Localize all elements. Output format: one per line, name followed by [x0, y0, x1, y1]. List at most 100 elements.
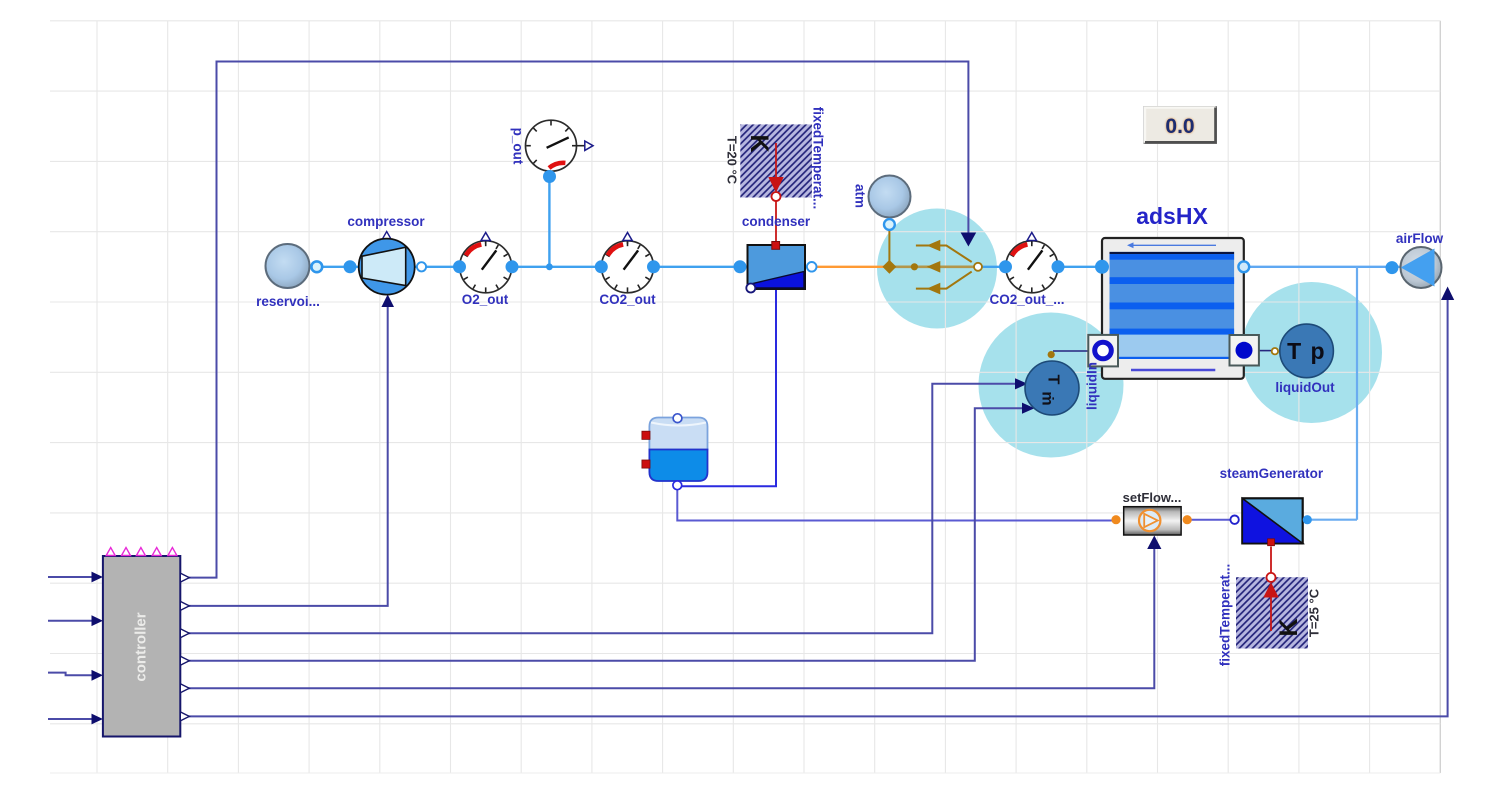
liquid-out-symbol: T p	[1287, 338, 1326, 364]
compressor-label: compressor	[347, 214, 425, 229]
p-gauge-label: p_out	[510, 128, 525, 165]
port-co2out-left	[999, 260, 1012, 274]
component-condenser[interactable]: condenser	[742, 214, 811, 294]
ports	[310, 170, 1399, 525]
connection-input-3[interactable]	[48, 671, 94, 677]
ads-hx-core-top-edge	[1109, 251, 1235, 255]
component-fixed-temperature-1[interactable]: K fixedTemperat... T=20 °C	[725, 107, 826, 210]
connection-controller-pump[interactable]	[188, 547, 1156, 690]
adshx-plates	[1109, 254, 1235, 359]
component-set-flow[interactable]: setFlow...	[1123, 490, 1182, 536]
port-adshx-out	[1237, 260, 1251, 274]
component-fixed-temperature-2[interactable]: K fixedTemperat... T=25 °C	[1218, 564, 1322, 667]
port-adshx-in	[1095, 259, 1109, 274]
ads-hx-top-flow-arrow	[1127, 242, 1134, 249]
connection-controller-splitter[interactable]	[188, 60, 970, 579]
component-co2-out-gauge[interactable]: CO2_out_...	[989, 232, 1065, 307]
display-box[interactable]: 0.0	[1143, 106, 1217, 144]
splitter-arrow-bottom	[926, 282, 941, 295]
connection-controller-compressor[interactable]	[188, 306, 389, 607]
compressor-blade-icon	[361, 246, 407, 287]
tank-liquid-section	[648, 448, 709, 482]
liquid-out-label: liquidOut	[1275, 380, 1335, 395]
port-condenser-in	[733, 260, 747, 274]
set-flow-label: setFlow...	[1123, 490, 1182, 505]
junction-pout-branch	[546, 263, 553, 271]
port-co2-right	[647, 260, 660, 274]
port-airflow-in	[1385, 261, 1399, 275]
port-o2-right	[505, 260, 519, 274]
connection-controller-liquidin-1[interactable]	[188, 382, 1016, 635]
arrow-down-splitter	[960, 232, 977, 247]
air-flow-label: airFlow	[1396, 231, 1444, 246]
port-pout-bottom	[543, 170, 556, 183]
component-air-flow[interactable]: airFlow	[1396, 231, 1444, 289]
connection-controller-liquidin-2[interactable]	[188, 407, 1023, 662]
arrow-up-pump	[1147, 535, 1162, 549]
controller-label: controller	[132, 612, 149, 681]
co2-out-gauge-dial-icon	[1006, 232, 1058, 292]
component-steam-generator[interactable]: steamGenerator	[1220, 466, 1324, 547]
component-p-gauge[interactable]: p_out	[510, 120, 593, 171]
tank-bottom-port	[672, 480, 683, 491]
port-steamgen-out	[1302, 515, 1312, 525]
component-splitter[interactable]	[882, 239, 983, 295]
component-co2-gauge[interactable]: CO2_out	[599, 232, 656, 307]
port-reservoir-out	[310, 260, 324, 274]
fixed-temp-1-unit: K	[745, 134, 773, 152]
component-liquid-out[interactable]: T p liquidOut	[1270, 323, 1335, 395]
ads-hx-liquid-out-port-dot	[1235, 341, 1253, 359]
controller-body	[101, 555, 182, 738]
connections	[48, 60, 1449, 720]
arrow-up-compressor	[381, 294, 394, 307]
component-compressor[interactable]: compressor	[347, 214, 425, 296]
connection-controller-airflow[interactable]	[188, 298, 1449, 718]
steam-generator-label: steamGenerator	[1220, 466, 1324, 481]
liquid-out-body	[1278, 323, 1335, 379]
fixed-temp-2-arrow	[1263, 582, 1279, 598]
splitter-top-branch	[915, 244, 973, 263]
arrow-up-airflow	[1441, 286, 1455, 300]
component-reservoir[interactable]: reservoi...	[256, 243, 320, 309]
co2-out-gauge-label: CO2_out_...	[989, 292, 1064, 307]
signal-arrowheads	[91, 232, 1455, 725]
arrow-input-2	[91, 615, 103, 627]
port-co2-left	[594, 260, 608, 274]
controller-output-ports	[179, 571, 191, 723]
fixed-temp-2-label: fixedTemperat...	[1218, 564, 1233, 667]
tank-heat-port-1	[641, 430, 651, 440]
connection-condenser-tank[interactable]	[680, 289, 777, 488]
set-flow-pump-triangle-icon	[1143, 512, 1160, 529]
port-co2out-right	[1051, 260, 1065, 274]
port-atm-out	[882, 217, 897, 232]
atm-sphere-icon	[867, 174, 912, 219]
splitter-junction-dot	[910, 263, 919, 271]
component-liquid-in[interactable]: T ṁ liquidIn	[1024, 351, 1100, 416]
ads-hx-label: adsHX	[1136, 203, 1208, 229]
fixed-temp-1-port	[770, 191, 782, 202]
component-o2-gauge[interactable]: O2_out	[460, 232, 512, 307]
tank-top-port	[672, 412, 683, 424]
display-value: 0.0	[1165, 115, 1194, 138]
component-tank[interactable]	[641, 412, 709, 491]
reservoir-label: reservoi...	[256, 294, 320, 309]
tank-lid-highlight	[650, 421, 707, 427]
liquid-in-symbol-t: T	[1044, 375, 1061, 385]
liquid-in-signal-port	[1047, 351, 1055, 359]
fixed-temp-1-param: T=20 °C	[725, 136, 740, 185]
co2-gauge-dial-icon	[602, 232, 654, 292]
atm-label: atm	[852, 184, 867, 208]
component-ads-hx[interactable]: adsHX	[1100, 203, 1245, 380]
display-box-bevel-dark	[1145, 107, 1217, 144]
liquid-out-signal-port	[1270, 347, 1280, 356]
component-controller[interactable]: controller	[101, 546, 191, 738]
liquid-in-symbol-m: ṁ	[1038, 391, 1055, 405]
liquid-in-body	[1024, 360, 1080, 416]
port-pump-in	[1111, 515, 1121, 525]
splitter-outlet-ring	[973, 261, 983, 272]
connection-tank-pump[interactable]	[676, 489, 1116, 522]
splitter-arrow-top	[926, 239, 941, 252]
fixed-temp-2-param: T=25 °C	[1306, 588, 1321, 637]
component-atm[interactable]: atm	[852, 174, 912, 219]
connection-steamgen-riser[interactable]	[1307, 266, 1359, 521]
